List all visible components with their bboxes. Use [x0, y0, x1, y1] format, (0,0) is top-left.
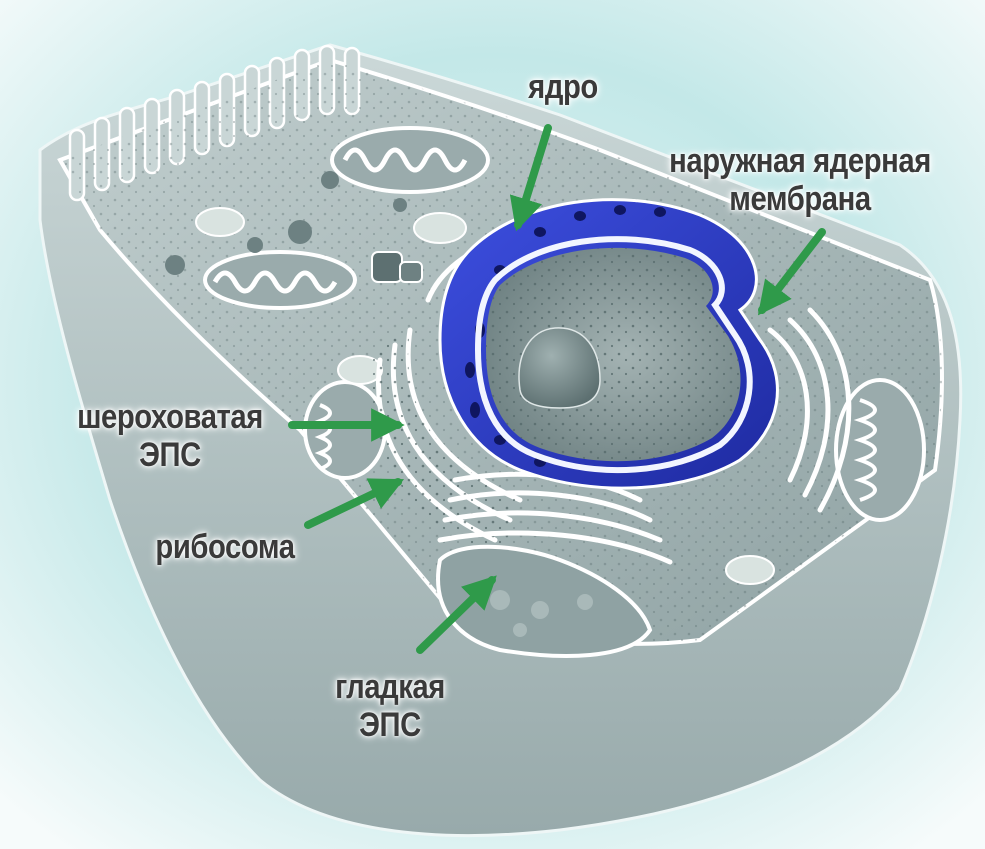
label-smooth-er: гладкая ЭПС — [304, 668, 476, 744]
label-smooth-er-line2: ЭПС — [304, 706, 476, 744]
mitochondrion-top — [332, 128, 488, 192]
label-nucleus: ядро — [507, 68, 619, 106]
nucleus — [440, 200, 777, 489]
label-nucleus-text: ядро — [507, 68, 619, 106]
label-ribosome-text: рибосома — [126, 528, 324, 566]
label-outer-membrane-line2: мембрана — [645, 180, 955, 218]
label-outer-nuclear-membrane: наружная ядерная мембрана — [645, 142, 955, 218]
nucleolus — [519, 328, 600, 408]
label-smooth-er-line1: гладкая — [304, 668, 476, 706]
label-rough-er-line2: ЭПС — [41, 436, 299, 474]
label-outer-membrane-line1: наружная ядерная — [645, 142, 955, 180]
label-rough-er: шероховатая ЭПС — [41, 398, 299, 474]
label-rough-er-line1: шероховатая — [41, 398, 299, 436]
label-ribosome: рибосома — [126, 528, 324, 566]
mitochondrion-left — [205, 252, 355, 308]
